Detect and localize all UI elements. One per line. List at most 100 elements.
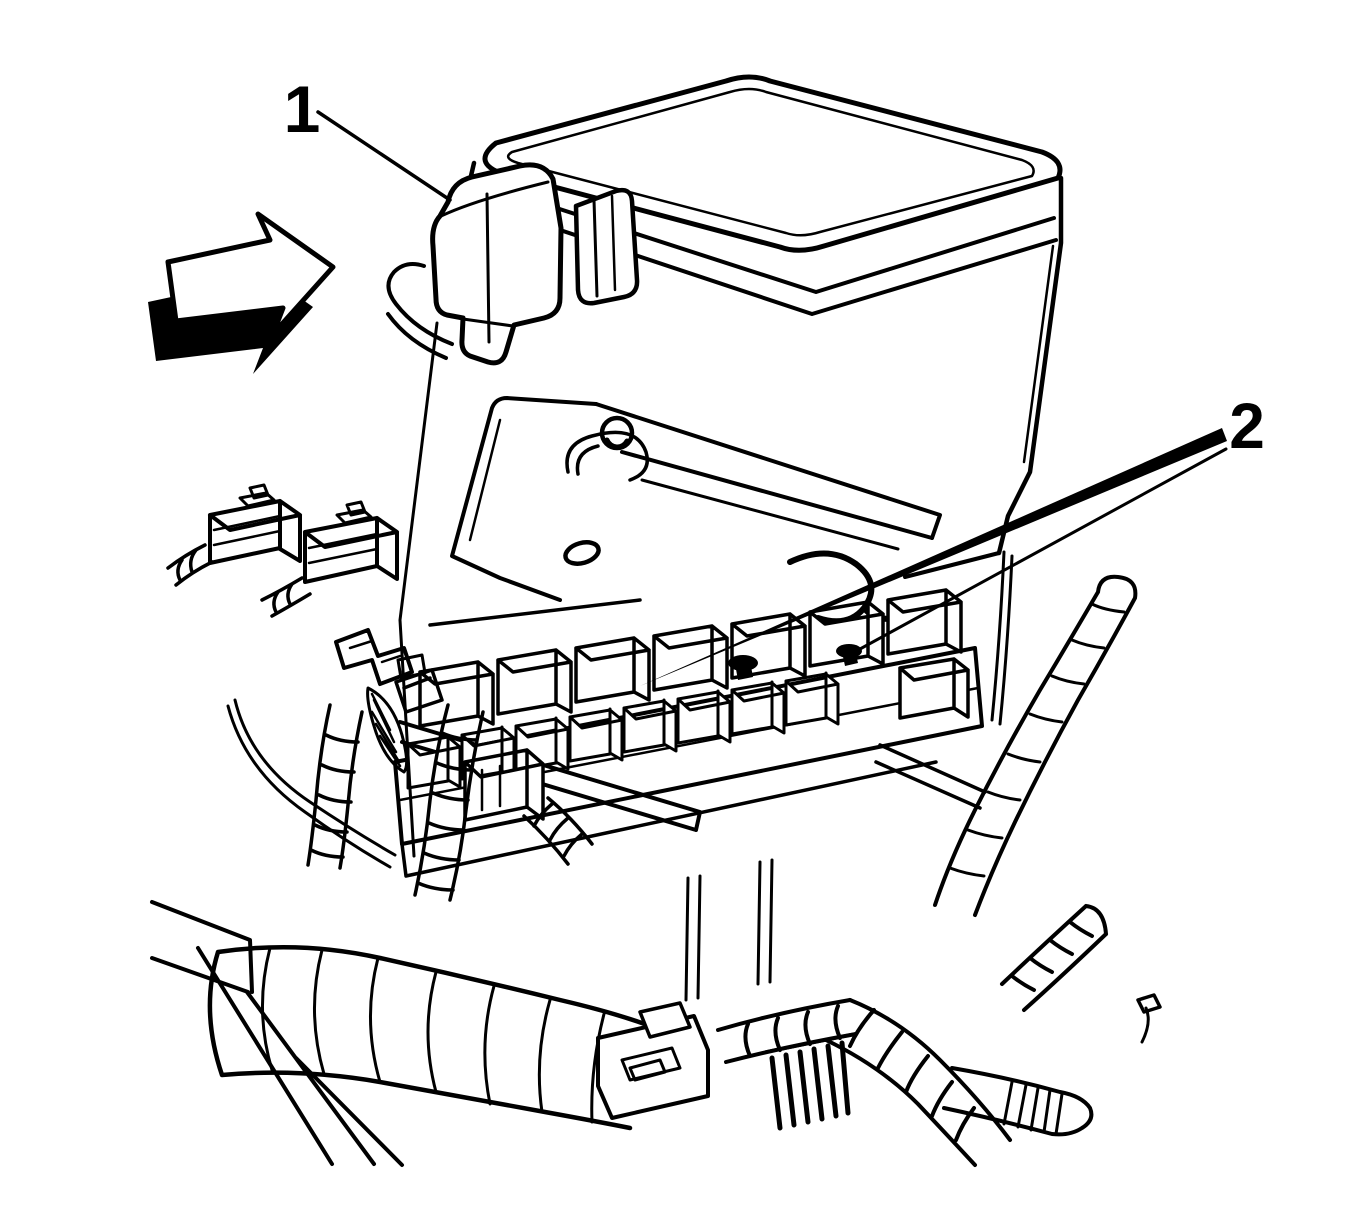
connector-latch — [238, 483, 276, 508]
relay — [808, 600, 885, 668]
relay — [418, 660, 495, 728]
seal-outline — [366, 686, 409, 774]
relay — [652, 624, 729, 692]
latch-tab-seam2 — [610, 194, 617, 292]
main-conduit-ribs — [261, 946, 606, 1124]
callout-1-leader-line-2 — [398, 321, 439, 858]
bracket-plate-edge — [450, 396, 598, 602]
connector-ribs — [212, 514, 282, 547]
callout-2-leader-line-2 — [847, 447, 1228, 657]
inline-connector-body — [596, 1014, 710, 1120]
conduit-short — [522, 796, 594, 866]
mounting-bolt-1 — [728, 655, 758, 680]
fuse-block-flange — [400, 760, 938, 878]
relay — [496, 648, 573, 716]
cover-top-bevel — [506, 87, 1035, 237]
pigtail-terminal — [1136, 993, 1162, 1014]
conduit-east — [716, 998, 858, 1064]
latch-tower-top-bevel — [439, 180, 550, 218]
fuse — [622, 698, 678, 754]
fuse — [676, 689, 732, 745]
taped-harness-stripes — [769, 1040, 851, 1131]
callout-2-leader-line-1 — [640, 428, 1227, 686]
direction-arrow-icon — [148, 211, 336, 374]
inline-connector-clamp — [638, 1001, 692, 1039]
conduit-stub — [1000, 904, 1108, 1012]
main-conduit-outline — [207, 944, 658, 1131]
wiring-harness — [150, 550, 1162, 1167]
harness-clip-2 — [394, 668, 444, 714]
frame-edges — [150, 900, 404, 1167]
bracket-strap — [565, 430, 649, 482]
bracket-plate-crease — [468, 418, 502, 542]
fuse-block-rail-right — [874, 743, 987, 810]
conduit-vertical-2 — [413, 703, 485, 902]
conduit-ne-ribs — [948, 602, 1126, 878]
conduit-capped-stripes — [1002, 1080, 1064, 1136]
seal-hatching — [370, 692, 402, 768]
conduit-northeast — [933, 574, 1138, 917]
mounting-bracket — [386, 262, 942, 627]
cover-latch-tab — [573, 187, 640, 306]
harness-wire — [226, 698, 397, 869]
bracket-rear-edge — [428, 598, 642, 627]
harness-clip — [334, 628, 414, 686]
relay — [886, 588, 963, 656]
connector-body — [303, 516, 399, 584]
cover-bottom-edge — [903, 551, 1001, 579]
callout-2-label: 2 — [1229, 390, 1265, 462]
bracket-slot — [563, 540, 601, 566]
connector-ribs — [307, 532, 379, 565]
latch-tab-outline — [573, 187, 640, 306]
conduit-capped — [942, 1066, 1094, 1137]
latch-tower-outline — [430, 162, 564, 366]
wire-pair — [990, 550, 1014, 726]
bracket-arm-bottom — [640, 478, 900, 551]
engine-harness-connectors — [166, 483, 444, 714]
cover-top-face — [482, 74, 1063, 253]
fuse-block — [393, 588, 987, 1002]
latch-tower-shelf — [461, 317, 515, 328]
conduit-vertical-1 — [306, 703, 364, 870]
bolt-highlight — [733, 657, 752, 662]
connector-b — [260, 500, 399, 618]
callout-1: 1 — [284, 72, 452, 858]
fuse — [568, 707, 624, 763]
bracket-prong — [386, 262, 454, 360]
fuse-block-cover — [449, 74, 1064, 625]
connector-tube — [166, 543, 214, 587]
relay-row — [418, 588, 963, 728]
inline-connector — [596, 1001, 710, 1120]
bracket-arm-mid — [620, 450, 934, 540]
bracket-hole-shadow — [604, 437, 630, 450]
taped-harness-edge — [764, 1032, 857, 1054]
relay — [574, 636, 651, 704]
bracket-arm-top — [594, 402, 942, 540]
conduit-ne-outline — [933, 574, 1138, 917]
fuse — [730, 680, 786, 736]
connector-body — [208, 499, 302, 565]
fuse — [784, 671, 840, 727]
connector-latch — [335, 500, 373, 525]
cover-latch-tower — [430, 162, 564, 366]
connector-a — [166, 483, 302, 587]
inline-connector-window — [620, 1046, 682, 1082]
callout-1-label: 1 — [284, 72, 321, 146]
mounting-bolt-2 — [836, 644, 862, 666]
conduit-southeast — [824, 998, 1012, 1167]
latch-tab-seam — [592, 198, 599, 298]
latch-tower-seam — [485, 192, 491, 344]
conduit-capped-outline — [942, 1066, 1094, 1137]
corner-relay — [898, 657, 970, 720]
bolt-stem — [735, 661, 753, 680]
front-relay — [463, 748, 545, 822]
taped-harness — [764, 1032, 857, 1131]
arrow-face — [165, 211, 336, 337]
bolt-stem — [842, 650, 858, 666]
callout-1-leader-line — [316, 110, 452, 202]
cover-right-edge-inner — [1022, 244, 1055, 464]
connector-tube — [260, 576, 312, 618]
main-conduit — [207, 944, 658, 1131]
